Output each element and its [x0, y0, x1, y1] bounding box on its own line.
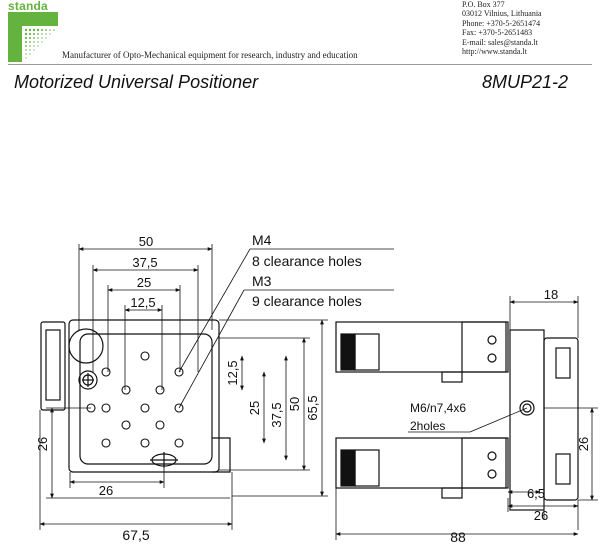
dim-label-right-65-5: 65,5	[305, 395, 320, 420]
lower-knob-cap	[354, 449, 380, 487]
dim-label-top-37-5: 37,5	[132, 255, 157, 270]
top-view-dimensions	[39, 244, 394, 530]
m6-hole	[519, 400, 535, 416]
bracket-slot-top	[555, 347, 571, 379]
standa-logo	[8, 0, 58, 62]
callout-m6-holes: 2holes	[410, 419, 445, 433]
bracket-slot-bottom	[555, 453, 571, 485]
page-title: Motorized Universal Positioner	[14, 72, 259, 92]
contact-line: P.O. Box 377	[462, 0, 505, 9]
dim-label-top-50: 50	[139, 234, 153, 249]
lower-knob	[340, 449, 356, 487]
contact-line: http://www.standa.lt	[462, 46, 527, 56]
lower-actuator	[335, 437, 507, 489]
contact-line: Fax: +370-5-2651483	[462, 28, 533, 38]
side-dim-6-5: 6,5	[527, 486, 545, 501]
side-view-dimensions	[335, 296, 598, 540]
side-dim-18: 18	[544, 287, 558, 302]
upper-actuator	[335, 321, 507, 373]
contact-block: P.O. Box 377 03012 Vilnius, Lithuania Ph…	[462, 0, 542, 56]
lower-housing	[461, 437, 509, 489]
company-tagline: Manufacturer of Opto-Mechanical equipmen…	[62, 50, 358, 60]
dim-label-right-50: 50	[287, 397, 302, 411]
logo-mark	[8, 12, 58, 62]
callout-m6: M6/n7,4x6	[410, 401, 466, 415]
main-plate	[68, 319, 220, 473]
brand-name: standa	[8, 0, 48, 13]
contact-line: 03012 Vilnius, Lithuania	[462, 9, 542, 19]
dim-label-top-25: 25	[137, 275, 151, 290]
table-top	[79, 333, 213, 465]
upper-foot	[441, 371, 463, 383]
side-dim-total-88: 88	[450, 529, 466, 545]
side-dim-right-26: 26	[576, 437, 591, 451]
angle-bracket	[509, 329, 545, 511]
document-header: standa Manufacturer of Opto-Mechanical e…	[0, 0, 600, 70]
dim-label-right-25: 25	[247, 401, 262, 415]
callout-m4-holes: 8 clearance holes	[252, 253, 362, 269]
base-plate	[543, 337, 579, 501]
top-view	[40, 319, 231, 473]
side-view	[335, 321, 579, 511]
plate-bump	[212, 437, 231, 473]
mounting-holes	[86, 351, 184, 448]
upper-knob-cap	[354, 333, 380, 371]
dim-label-right-12-5: 12,5	[225, 360, 240, 385]
dim-label-bottom-26: 26	[99, 483, 113, 498]
dim-label-left-26: 26	[35, 437, 50, 451]
callout-m4: M4	[252, 232, 272, 248]
upper-housing	[461, 321, 509, 373]
model-number: 8MUP21-2	[481, 72, 568, 92]
adjust-knob-left	[78, 370, 98, 390]
left-motor-block	[40, 321, 66, 411]
left-motor-inner	[45, 329, 61, 401]
contact-line: E-mail: sales@standa.lt	[462, 37, 538, 47]
contact-line: Phone: +370-5-2651474	[462, 18, 541, 28]
drawing-labels: 50 37,5 25 12,5 M4 8 clearance holes M3 …	[35, 232, 591, 545]
dim-label-top-12-5: 12,5	[130, 295, 155, 310]
adjust-knob-bottom	[150, 452, 178, 468]
dim-label-right-37-5: 37,5	[269, 402, 284, 427]
lower-foot	[441, 487, 463, 499]
header-divider	[8, 64, 592, 65]
upper-knob	[340, 333, 356, 371]
dim-label-total-67-5: 67,5	[122, 527, 149, 543]
callout-m3-holes: 9 clearance holes	[252, 293, 362, 309]
side-dim-bottom-26: 26	[534, 508, 548, 523]
callout-m3: M3	[252, 273, 272, 289]
